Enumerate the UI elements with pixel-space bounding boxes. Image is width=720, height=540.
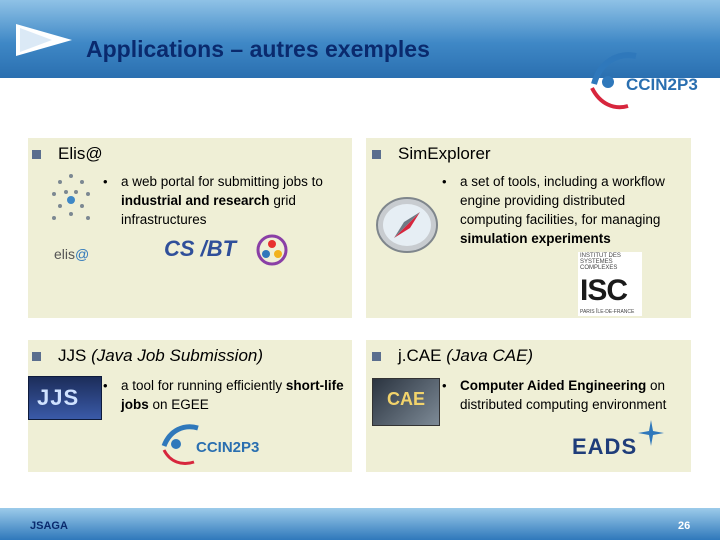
cs-bt-logo: CS /BT <box>164 232 288 268</box>
heading-jjs: JJS (Java Job Submission) <box>58 346 264 365</box>
star-icon <box>638 420 664 446</box>
compass-icon <box>376 197 438 253</box>
page-title: Applications – autres exemples <box>86 36 430 62</box>
footer-bar <box>0 508 720 540</box>
header-bar <box>0 0 720 78</box>
desc-elisa: a web portal for submitting jobs to indu… <box>121 174 323 227</box>
sub-bullet-icon: • <box>442 174 447 189</box>
isc-logo-subtitle: INSTITUT DES SYSTEMES COMPLEXES <box>580 253 621 271</box>
bullet-icon <box>32 150 41 159</box>
jjs-logo: JJS <box>28 376 102 420</box>
jjs-logo-text: JJS <box>37 385 80 410</box>
isc-logo: INSTITUT DES SYSTEMES COMPLEXES ISC PARI… <box>578 252 642 316</box>
isc-logo-text: ISC <box>580 274 628 307</box>
eads-logo-text: EADS <box>572 434 638 459</box>
sub-bullet-icon: • <box>103 174 108 189</box>
jcae-logo-text: CAE <box>387 389 426 409</box>
ccin2p3-logo: CCIN2P3 <box>590 52 698 110</box>
cs-bt-logo-text: CS /BT <box>164 236 237 261</box>
bt-globe-icon <box>256 234 288 266</box>
desc-simexplorer: a set of tools, including a workflow eng… <box>460 174 665 246</box>
ccin2p3-logo-small: CCIN2P3 <box>161 424 259 465</box>
bullet-icon <box>32 352 41 361</box>
sub-bullet-icon: • <box>442 378 447 393</box>
bullet-icon <box>372 352 381 361</box>
heading-elisa: Elis@ <box>58 144 103 163</box>
jcae-logo: CAE <box>372 378 440 426</box>
ccin2p3-logo-text: CCIN2P3 <box>626 75 698 94</box>
eads-logo: EADS <box>568 420 668 464</box>
elisa-logo-text: elis@ <box>54 246 90 262</box>
desc-jjs: a tool for running efficiently short-lif… <box>121 378 344 412</box>
elisa-logo-graphic <box>52 174 90 220</box>
arrow-logo-icon <box>16 24 72 56</box>
desc-jcae: Computer Aided Engineering on distribute… <box>460 378 667 412</box>
heading-simexplorer: SimExplorer <box>398 144 491 163</box>
ccin2p3-small-text: CCIN2P3 <box>196 439 259 456</box>
bullet-icon <box>372 150 381 159</box>
heading-jcae: j.CAE (Java CAE) <box>398 346 534 365</box>
sub-bullet-icon: • <box>103 378 108 393</box>
isc-logo-footer: PARIS ÎLE-DE-FRANCE <box>580 309 635 315</box>
footer-label: JSAGA <box>30 520 68 532</box>
page-number: 26 <box>678 520 691 532</box>
panel-elisa <box>28 138 352 318</box>
